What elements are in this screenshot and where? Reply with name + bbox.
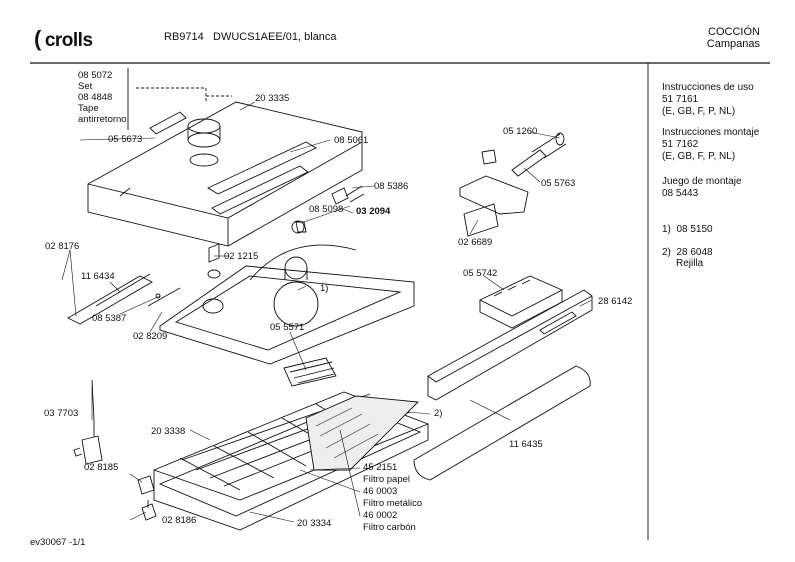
- callout-2: 2): [434, 408, 443, 419]
- sidebar-montaje-title: Instrucciones montaje: [662, 127, 760, 138]
- part-label-085387: 08 5387: [92, 313, 127, 324]
- part-label-filtro-metalico: Filtro metálico: [363, 498, 423, 509]
- category-label: COCCIÓN: [708, 26, 760, 38]
- part-label-055763: 05 5763: [541, 178, 576, 189]
- mounting-screws: [137, 475, 157, 521]
- callout-1: 1): [320, 283, 329, 294]
- power-cord: [73, 379, 103, 465]
- brand-logo: (crolls: [34, 26, 93, 51]
- leader-lines: [61, 101, 593, 523]
- part-label-032094: 03 2094: [356, 206, 391, 217]
- subcategory-label: Campanas: [706, 38, 760, 50]
- part-label-116434: 11 6434: [81, 271, 115, 282]
- carbon-filter: [305, 395, 419, 471]
- sidebar-juego-number: 08 5443: [662, 188, 699, 199]
- part-label-085386: 08 5386: [374, 181, 409, 192]
- part-label-antirretorno: antirretorno: [78, 114, 127, 125]
- part-label-085061: 08 5061: [334, 135, 369, 146]
- part-label-055742: 05 5742: [463, 268, 498, 279]
- sidebar-juego-title: Juego de montaje: [662, 176, 742, 187]
- front-panel: [413, 365, 591, 481]
- sidebar-montaje-languages: (E, GB, F, P, NL): [662, 151, 736, 162]
- part-label-tape: Tape: [78, 103, 99, 114]
- part-label-203338: 20 3338: [151, 426, 186, 437]
- part-label-085072: 08 5072: [78, 70, 113, 81]
- part-label-028209: 02 8209: [133, 331, 168, 342]
- part-label-203334: 20 3334: [297, 518, 332, 529]
- lamp-holder: [459, 132, 567, 237]
- part-label-460003: 46 0003: [363, 486, 398, 497]
- switch-block: [478, 275, 564, 329]
- part-label-460002: 46 0002: [363, 510, 398, 521]
- part-label-286142: 28 6142: [598, 296, 633, 307]
- fan-tray: [159, 243, 415, 365]
- hood-housing: [87, 101, 363, 247]
- lamp-grid: [283, 357, 337, 387]
- sidebar-note-2-sub: Rejilla: [676, 258, 704, 269]
- part-label-028185: 02 8185: [84, 462, 119, 473]
- part-label-037703: 03 7703: [44, 408, 79, 419]
- part-label-051260: 05 1260: [503, 126, 538, 137]
- set-connector: [127, 68, 232, 167]
- part-label-028186: 02 8186: [162, 515, 197, 526]
- part-label-026689: 02 6689: [458, 237, 493, 248]
- sidebar-montaje-number: 51 7162: [662, 139, 699, 150]
- control-rail: [427, 289, 593, 401]
- part-label-021215: 02 1215: [224, 251, 259, 262]
- part-label-filtro-papel: Filtro papel: [363, 474, 410, 485]
- part-label-085098: 08 5098: [309, 204, 344, 215]
- part-label-203335: 20 3335: [255, 93, 290, 104]
- sidebar-uso-languages: (E, GB, F, P, NL): [662, 106, 736, 117]
- part-label-055571: 05 5571: [270, 322, 305, 333]
- part-label-055673: 05 5673: [108, 134, 143, 145]
- model-variant: DWUCS1AEE/01, blanca: [213, 31, 337, 43]
- model-number: RB9714: [164, 31, 204, 43]
- part-label-028176: 02 8176: [45, 241, 80, 252]
- sidebar-uso-title: Instrucciones de uso: [662, 82, 754, 93]
- sidebar-note-2: 2) 28 6048: [662, 247, 713, 258]
- part-label-filtro-carbon: Filtro carbón: [363, 522, 416, 533]
- part-label-116435: 11 6435: [509, 439, 543, 450]
- sidebar-uso-number: 51 7161: [662, 94, 699, 105]
- part-label-452151: 45 2151: [363, 462, 398, 473]
- logo-mark-icon: (: [34, 26, 41, 51]
- sidebar-note-1: 1) 08 5150: [662, 224, 713, 235]
- part-label-set: Set: [78, 81, 93, 92]
- left-parts: [67, 185, 365, 325]
- footer-code: ev30067 -1/1: [30, 537, 86, 548]
- part-label-084848: 08 4848: [78, 92, 113, 103]
